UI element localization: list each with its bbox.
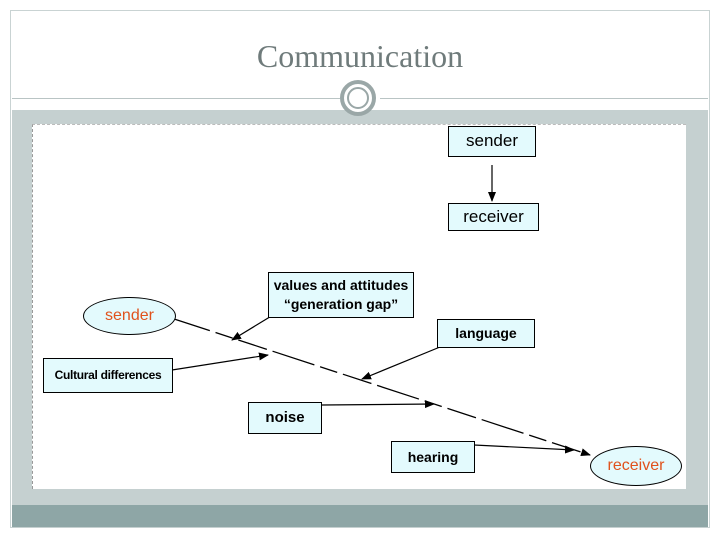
values-line-1: values and attitudes: [273, 277, 409, 293]
values-attitudes-box: values and attitudes “generation gap”: [268, 272, 414, 318]
title-rule-left: [12, 98, 340, 99]
arrow-language: [361, 346, 441, 380]
sender-ellipse: sender: [83, 297, 176, 335]
noise-box: noise: [248, 402, 322, 434]
hearing-box: hearing: [391, 441, 475, 473]
slide-title: Communication: [256, 38, 464, 74]
arrow-noise: [321, 400, 435, 409]
values-line-2: “generation gap”: [283, 296, 399, 312]
cultural-differences-box: Cultural differences: [43, 358, 173, 393]
top-sender-box: sender: [448, 126, 536, 157]
main-communication-line: [167, 316, 591, 457]
arrow-cultural: [171, 352, 269, 371]
top-receiver-box: receiver: [448, 203, 539, 231]
title-circle-ornament: [340, 80, 376, 116]
receiver-ellipse: receiver: [590, 446, 682, 486]
language-box: language: [437, 319, 535, 348]
bottom-bar: [12, 505, 708, 527]
arrow-hearing: [473, 444, 575, 454]
title-rule-right: [380, 98, 708, 99]
